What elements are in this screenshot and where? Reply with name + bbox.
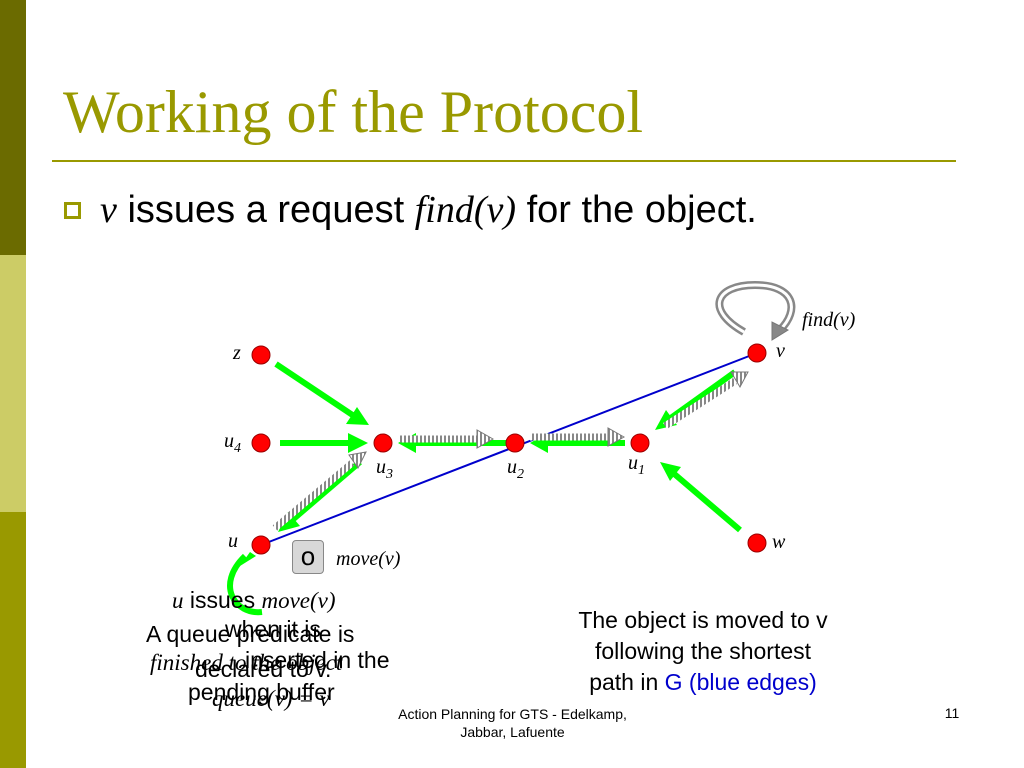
- label-move-v: move(v): [336, 548, 401, 570]
- label-w: w: [772, 531, 786, 553]
- overlap-text-line7: pending buffer: [188, 679, 335, 705]
- node-w: [747, 533, 767, 553]
- overlap-text-line2: when it is: [225, 616, 321, 642]
- caption-line1: The object is moved to v: [578, 607, 828, 633]
- grey-arrow-u2-u1: [530, 427, 626, 447]
- green-arrow-u3-u: [278, 459, 362, 532]
- sidebar-decoration: [0, 0, 26, 768]
- caption-line3: path in G (blue edges): [589, 669, 817, 695]
- node-u4: [251, 433, 271, 453]
- slide-title: Working of the Protocol: [63, 79, 644, 145]
- bullet-subject: v: [100, 189, 117, 231]
- label-find-v: find(v): [802, 309, 856, 331]
- bullet-square-icon: [64, 202, 81, 219]
- node-u: [251, 535, 271, 555]
- grey-loop-arrow-v: [715, 280, 796, 341]
- label-u1: u1: [628, 452, 645, 478]
- node-u3: [373, 433, 393, 453]
- grey-arrow-u3-u2: [400, 429, 495, 449]
- overlap-text-line5: inserted in the: [245, 647, 390, 673]
- label-u4: u4: [224, 430, 241, 456]
- footer-citation: Action Planning for GTS - Edelkamp, Jabb…: [398, 706, 627, 740]
- overlap-text-line6: declared to v.: [195, 656, 332, 682]
- grey-arrow-u-u3: [272, 451, 367, 531]
- node-z: [251, 345, 271, 365]
- grey-arrow-u1-v: [663, 371, 749, 429]
- label-z: z: [233, 342, 241, 364]
- overlap-text-line4: finished to the object: [150, 650, 343, 675]
- sidebar-band-olive: [0, 512, 26, 768]
- overlap-text-line3: A queue predicate is: [146, 621, 355, 647]
- green-arrow-w-u1: [660, 462, 742, 533]
- caption-shortest-path: The object is moved to v following the s…: [528, 605, 878, 698]
- page-number: 11: [944, 705, 960, 721]
- green-arrow-u4-u3: [280, 433, 368, 453]
- node-v: [747, 343, 767, 363]
- green-loop-arrow-u: [227, 552, 263, 616]
- bullet-find-expression: find(v): [414, 189, 517, 231]
- label-v: v: [776, 340, 785, 362]
- overlap-text-line8: queue(v) = v: [212, 686, 330, 711]
- bullet-text-part2: for the object.: [526, 189, 757, 231]
- label-u3: u3: [376, 456, 393, 482]
- bullet-text: v issues a request find(v) for the objec…: [100, 188, 757, 232]
- object-token: o: [292, 540, 324, 574]
- green-arrow-z-u3: [274, 361, 369, 425]
- node-u2: [505, 433, 525, 453]
- sidebar-band-light: [0, 255, 26, 512]
- title-divider: [52, 160, 956, 162]
- bullet-text-part1: issues a request: [127, 189, 405, 231]
- node-u1: [630, 433, 650, 453]
- overlap-text-line1: u issues move(v): [172, 587, 336, 613]
- sidebar-band-dark: [0, 0, 26, 255]
- label-u: u: [228, 530, 238, 552]
- label-u2: u2: [507, 456, 524, 482]
- caption-line2: following the shortest: [594, 638, 812, 664]
